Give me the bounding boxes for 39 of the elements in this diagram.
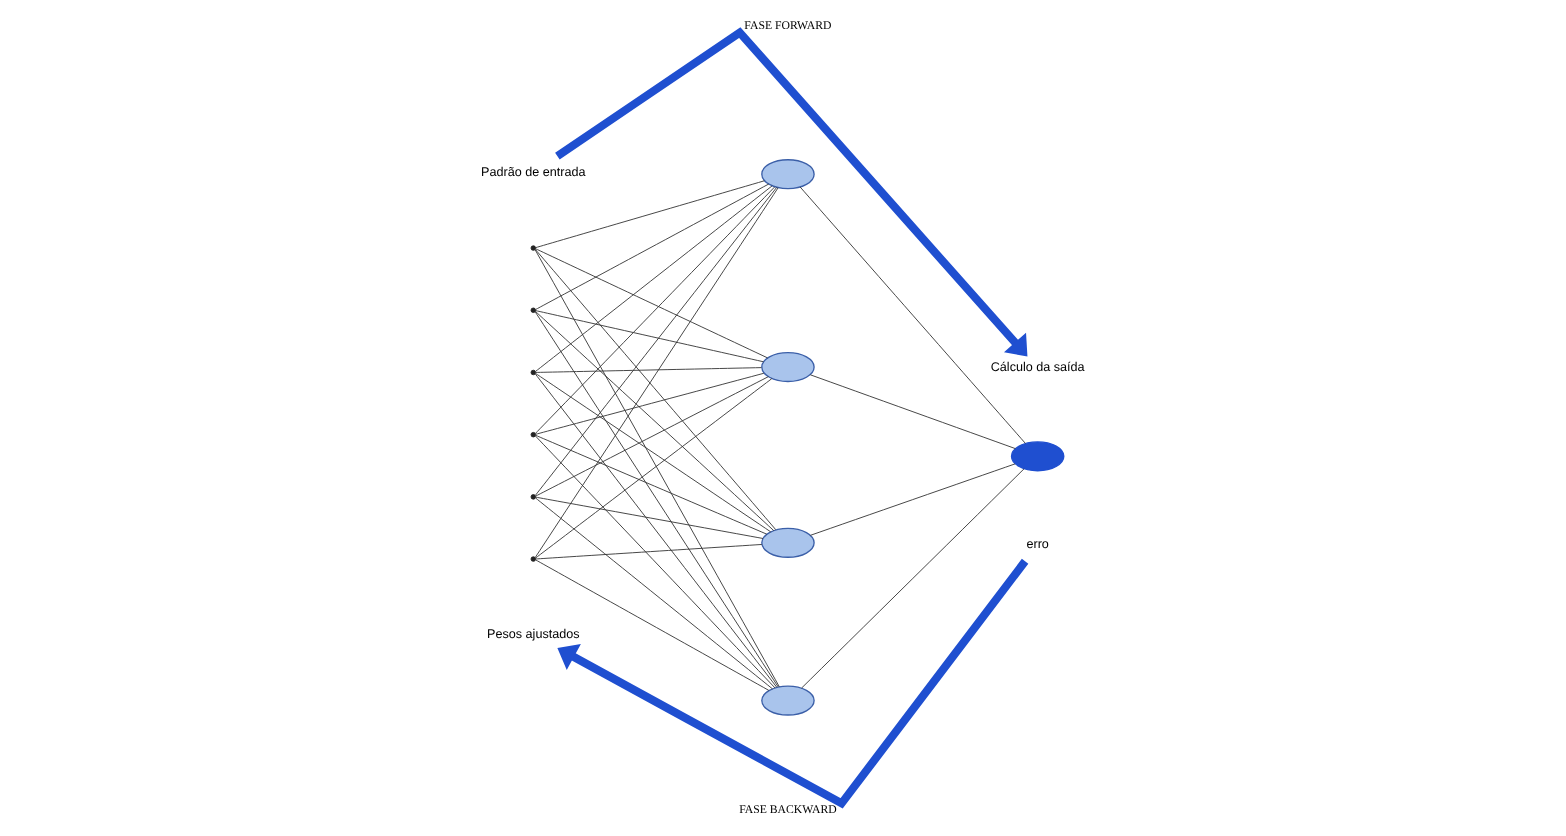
connector [535,378,773,559]
connector [534,186,776,434]
connector [534,187,779,559]
node-point [530,494,537,500]
connector [534,435,776,689]
node-ellipse [761,351,815,383]
connector [535,185,773,372]
connector [534,186,778,496]
connector [535,310,764,363]
connector [535,544,763,560]
connector [535,376,769,497]
connector [535,497,773,690]
node-point [530,369,537,376]
connector [799,186,1026,444]
connector [809,374,1016,450]
node-ellipse [1010,441,1065,472]
connector [535,559,770,691]
node-point [530,245,537,251]
connector [534,373,778,688]
connector [535,434,768,535]
arrow [557,558,1029,808]
connector [535,372,765,435]
node-ellipse [761,159,815,190]
node-point [530,307,537,313]
connector [535,372,772,533]
connector [535,183,770,310]
node-point [530,556,537,562]
connector [801,468,1025,689]
arrow [555,28,1028,357]
node-ellipse [761,685,815,716]
connector [535,180,765,249]
connector [535,496,764,539]
node-ellipse [761,527,815,558]
connector [535,367,762,373]
connector [809,463,1016,536]
connector [534,248,777,531]
node-point [530,431,537,438]
connector [534,310,775,532]
connector [535,248,769,359]
